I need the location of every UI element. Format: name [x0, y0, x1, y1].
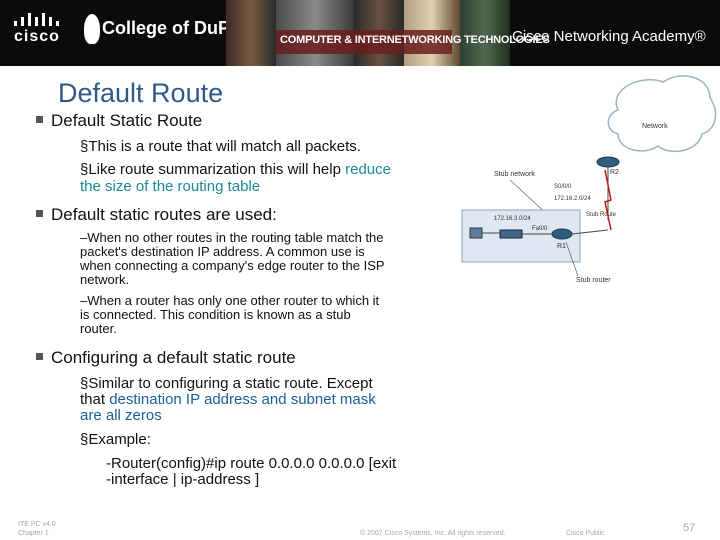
bullet-configuring-default-route: Configuring a default static route	[36, 348, 296, 368]
bullet-marker	[36, 353, 43, 361]
sub-bullet: §This is a route that will match all pac…	[80, 138, 361, 155]
highlight-text: destination IP address and subnet mask	[109, 391, 376, 408]
serial-interface-label: S0/0/0	[554, 184, 572, 190]
bullet-default-static-routes-used: Default static routes are used:	[36, 205, 277, 225]
bullet-text: Default static routes are used:	[51, 205, 277, 224]
switch-icon	[499, 229, 523, 239]
academy-logo: Cisco Networking Academy®	[512, 28, 706, 45]
stub-subnet-label: 172.16.3.0/24	[494, 216, 531, 222]
student-photo	[460, 0, 510, 66]
footer-course: ITE PC v4.0	[18, 521, 56, 528]
sub-bullet-line: packet's destination IP address. A commo…	[80, 244, 365, 259]
bullet-marker	[36, 210, 43, 218]
link-line	[571, 229, 609, 235]
bullet-text: Default Static Route	[51, 111, 203, 130]
cisco-logo: cisco	[14, 28, 60, 45]
sub-bullet-text: This is a route that will match all pack…	[88, 138, 361, 155]
highlight-text: the size of the routing table	[80, 178, 261, 195]
stub-route-label: Stub Route	[586, 212, 617, 218]
program-strip	[276, 30, 452, 54]
sub-bullet-line: is connected. This condition is known as…	[80, 307, 351, 322]
command-line: -Router(config)#ip route 0.0.0.0 0.0.0.0…	[106, 455, 397, 472]
router-r2-icon	[596, 156, 620, 168]
router-r1-label: R1	[557, 243, 566, 250]
footer-classification: Cisco Public	[566, 530, 605, 537]
sub-bullet-text: Like route summarization this will help	[88, 161, 341, 178]
subnet-label: 172.16.2.0/24	[554, 196, 591, 202]
sub-bullet-continued: are all zeros	[80, 408, 162, 423]
pointer-line	[565, 241, 579, 277]
sub-bullet: §Similar to configuring a static route. …	[80, 375, 373, 392]
serial-link	[604, 169, 612, 231]
network-cloud	[607, 75, 717, 153]
sub-bullet-line: router.	[80, 321, 117, 336]
cisco-bars-icon	[14, 12, 62, 26]
sub-bullet-text: Example:	[88, 431, 151, 448]
fa-interface-label: Fa0/0	[532, 226, 548, 232]
sub-bullet: §Like route summarization this will help…	[80, 161, 391, 178]
program-name: COMPUTER & INTERNETWORKING TECHNOLOGIES	[280, 34, 550, 46]
college-logo-icon	[84, 14, 100, 44]
router-r2-label: R2	[610, 169, 619, 176]
footer-copyright: © 2007 Cisco Systems, Inc. All rights re…	[360, 530, 506, 537]
sub-bullet-text: Similar to configuring a static route. E…	[88, 375, 373, 392]
command-line: -interface | ip-address ]	[106, 471, 260, 488]
router-r1-icon	[551, 228, 573, 240]
bullet-marker	[36, 116, 43, 124]
highlight-text: are all zeros	[80, 407, 162, 424]
header-banner: cisco College of DuPage COMPUTER & INTER…	[0, 0, 720, 66]
network-label: Network	[642, 123, 668, 130]
highlight-text: reduce	[345, 161, 391, 178]
sub-bullet-line: –When a router has only one other router…	[80, 293, 380, 308]
stub-network-label: Stub network	[494, 171, 535, 178]
stub-router-label: Stub router	[576, 277, 611, 284]
slide-title: Default Route	[58, 78, 224, 108]
sub-bullet-text: that	[80, 391, 106, 408]
sub-bullet-line: –When no other routes in the routing tab…	[80, 230, 384, 245]
stub-network-diagram: Network R2 Stub network 172.16.2.0/24 S0…	[461, 75, 717, 284]
sub-bullet: §Example:	[80, 431, 151, 448]
sub-bullet-line: network.	[80, 272, 130, 287]
page-number: 57	[683, 522, 696, 534]
footer-chapter: Chapter 1	[18, 530, 49, 537]
bullet-default-static-route: Default Static Route	[36, 111, 202, 131]
sub-bullet-line: when connecting a company's edge router …	[80, 258, 385, 273]
student-photo	[226, 0, 276, 66]
college-logo: College of DuPage	[102, 18, 262, 38]
bullet-text: Configuring a default static route	[51, 348, 296, 367]
pc-icon	[469, 227, 483, 239]
pointer-line	[509, 179, 549, 216]
sub-bullet-continued: the size of the routing table	[80, 179, 260, 194]
sub-bullet-continued: that destination IP address and subnet m…	[80, 392, 376, 407]
